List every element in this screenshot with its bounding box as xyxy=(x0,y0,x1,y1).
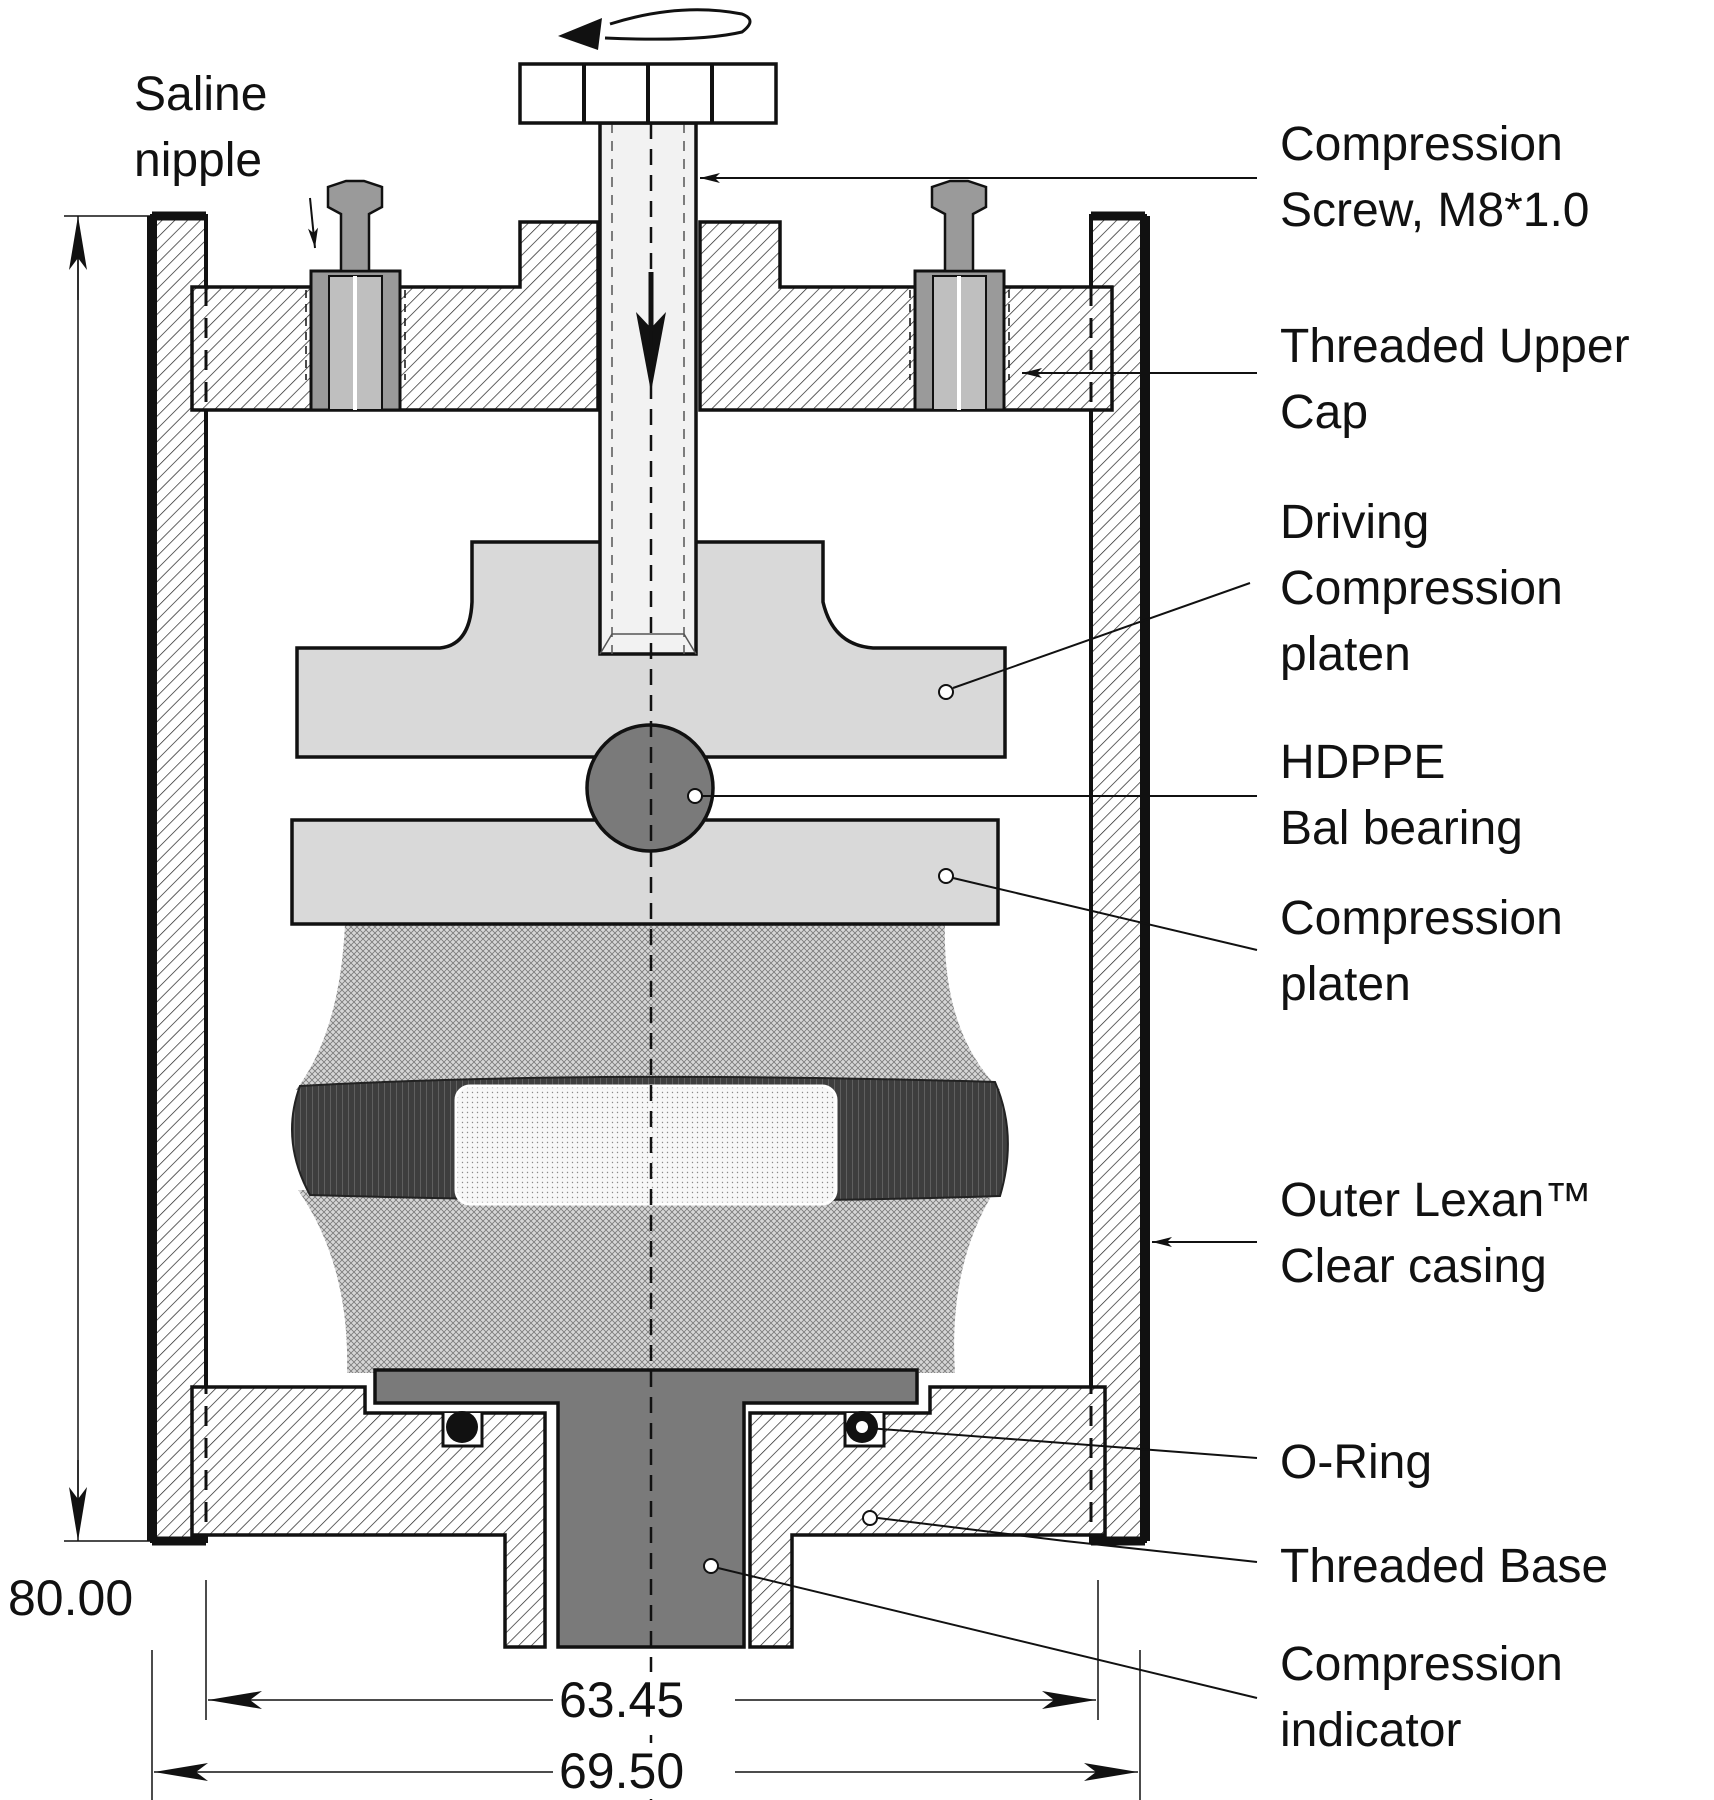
saline-nipple-right xyxy=(913,179,1006,412)
dimension-outer-width-value: 69.50 xyxy=(553,1743,691,1799)
rotation-arrow-icon xyxy=(558,8,752,50)
label-compression-indicator: Compression indicator xyxy=(1280,1638,1563,1757)
label-threaded-upper-cap: Threaded Upper Cap xyxy=(1280,320,1630,439)
dimension-height xyxy=(64,215,150,1542)
label-threaded-base: Threaded Base xyxy=(1280,1540,1609,1593)
label-o-ring: O-Ring xyxy=(1280,1436,1433,1489)
nipple-thread-lines xyxy=(305,290,1010,380)
leader-dots xyxy=(687,684,954,1574)
label-compression-screw: Compression Screw, M8*1.0 xyxy=(1280,118,1590,237)
dimension-inner-width xyxy=(205,1580,1099,1720)
label-outer-casing: Outer Lexan™ Clear casing xyxy=(1280,1174,1593,1293)
label-ball-bearing: HDPPE Bal bearing xyxy=(1280,736,1523,855)
dimension-height-value: 80.00 xyxy=(8,1570,134,1626)
o-ring xyxy=(441,1411,886,1448)
inner-wall-lines xyxy=(204,222,1093,1541)
saline-nipple-left xyxy=(309,179,402,412)
label-compression-platen: Compression platen xyxy=(1280,892,1563,1011)
threaded-base xyxy=(190,1385,1107,1649)
specimen-nucleus xyxy=(454,1084,838,1206)
label-driving-compression-platen: Driving Compression platen xyxy=(1280,496,1563,681)
dimension-outer-width xyxy=(151,1650,1141,1800)
leader-lines xyxy=(308,173,1258,1699)
label-saline-nipple: Saline nipple xyxy=(134,68,268,187)
specimen-tissue xyxy=(296,924,1000,1373)
outer-casing xyxy=(147,211,1150,1546)
dimension-inner-width-value: 63.45 xyxy=(553,1672,691,1728)
compression-indicator xyxy=(373,1368,919,1649)
compression-screw xyxy=(518,62,778,656)
